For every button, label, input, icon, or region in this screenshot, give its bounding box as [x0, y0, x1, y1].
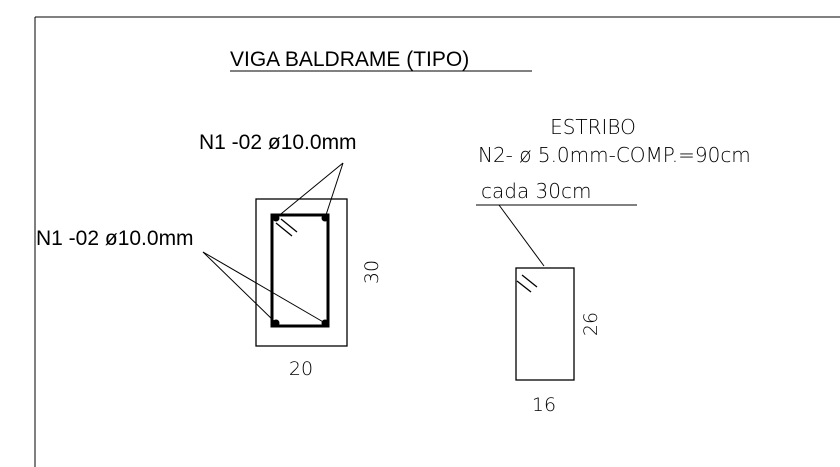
stirrup-shape — [515, 267, 575, 381]
stirrup-height-dim: 26 — [580, 312, 602, 336]
stirrup-outline — [270, 213, 330, 328]
beam-section: N1 -02 ø10.0mm N1 -02 ø10.0mm 30 20 — [36, 131, 383, 380]
stirrup-width-dim: 16 — [532, 394, 556, 416]
stirrup-hook-2 — [280, 218, 298, 233]
stirrup-leader — [498, 204, 545, 267]
beam-height-dim: 30 — [361, 260, 383, 284]
bottom-bars-label: N1 -02 ø10.0mm — [36, 227, 194, 250]
stirrup-heading: ESTRIBO — [550, 115, 636, 139]
stirrup-spacing: cada 30cm — [481, 179, 592, 203]
stirrup-hook-1 — [275, 222, 293, 237]
stirrup-detail: ESTRIBO N2- ø 5.0mm-COMP.=90cm cada 30cm… — [476, 115, 751, 416]
drawing-title: VIGA BALDRAME (TIPO) — [230, 48, 469, 71]
concrete-outline — [255, 198, 348, 347]
top-leader-right — [324, 162, 344, 219]
top-leader-left — [275, 162, 344, 219]
bottom-leader-left — [202, 251, 277, 324]
bottom-leader-right — [202, 251, 326, 324]
stirrup-spec: N2- ø 5.0mm-COMP.=90cm — [478, 143, 751, 167]
top-bars-label: N1 -02 ø10.0mm — [199, 131, 357, 154]
beam-width-dim: 20 — [289, 358, 313, 380]
stirrup-detail-hook-1 — [516, 280, 532, 293]
stirrup-detail-hook-2 — [521, 274, 538, 288]
